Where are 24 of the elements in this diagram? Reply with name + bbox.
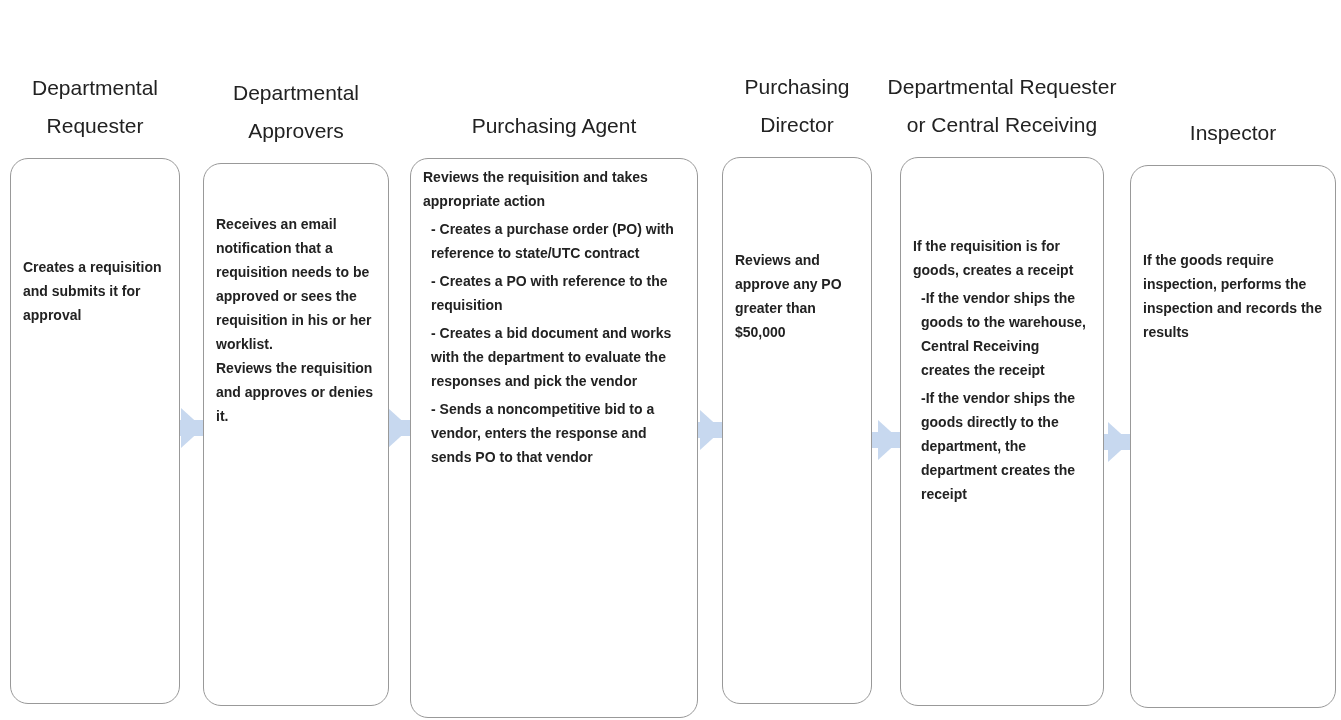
lane-heading: Inspector bbox=[1188, 120, 1278, 146]
step-text: Creates a requisition and submits it for approval bbox=[23, 258, 163, 325]
lane-heading: Purchasing Director bbox=[743, 74, 851, 138]
list-item: - Creates a purchase order (PO) with reference to state/UTC contract bbox=[430, 220, 675, 263]
block-arrow bbox=[698, 410, 722, 450]
list-item: -If the vendor ships the goods directly to the department, the department creates the receipt bbox=[920, 389, 1077, 504]
step-text: Reviews the requisition and approves or denies it. bbox=[216, 359, 375, 426]
step-text: If the requisition is for goods, creates a receipt bbox=[913, 237, 1075, 280]
step-text: Reviews the requisition and takes appropriate action bbox=[423, 168, 649, 211]
lane-heading: Departmental Requester or Central Receiving bbox=[887, 74, 1117, 138]
list-item: - Creates a PO with reference to the requisition bbox=[430, 272, 669, 315]
list-item: - Sends a noncompetitive bid to a vendor, enters the response and sends PO to that vendor bbox=[430, 400, 656, 467]
lane-heading: Purchasing Agent bbox=[470, 113, 638, 139]
lane-heading: Departmental Requester bbox=[30, 75, 160, 139]
step-text: Reviews and approve any PO greater than $50,000 bbox=[735, 251, 843, 342]
list-item: -If the vendor ships the goods to the warehouse, Central Receiving creates the receipt bbox=[920, 289, 1087, 380]
lane-heading: Departmental Approvers bbox=[231, 80, 361, 144]
block-arrow bbox=[180, 408, 203, 448]
list-item: - Creates a bid document and works with the department to evaluate the responses and pick the vendor bbox=[430, 324, 673, 391]
block-arrow bbox=[388, 408, 410, 448]
block-arrow bbox=[872, 420, 900, 460]
step-text: If the goods require inspection, performs the inspection and records the results bbox=[1143, 251, 1323, 342]
block-arrow bbox=[1104, 422, 1130, 462]
step-text: Receives an email notification that a requisition needs to be approved or sees the requisition in his or her worklist. bbox=[216, 215, 373, 354]
